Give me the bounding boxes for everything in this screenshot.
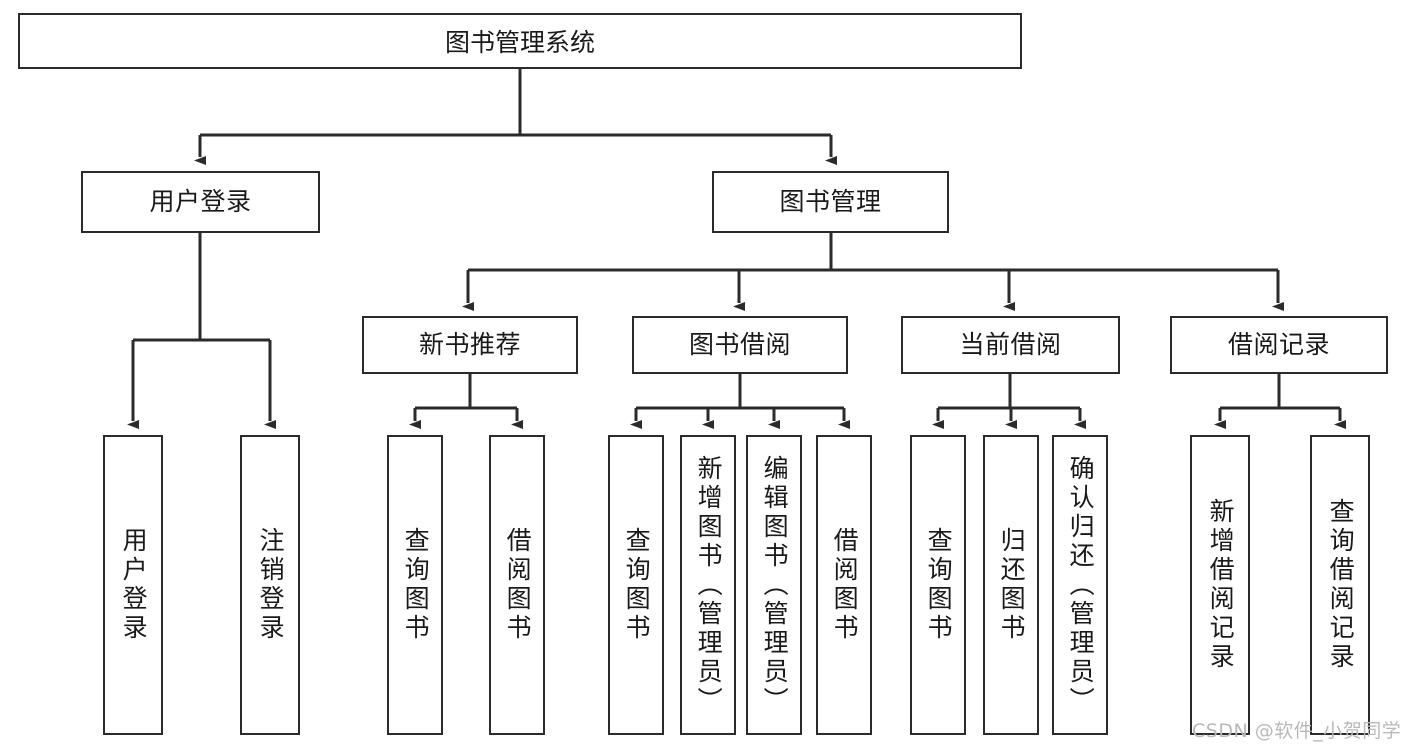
leaf-label: 用户登录 [119, 527, 149, 643]
leaf-label: 查询借阅记录 [1326, 498, 1356, 672]
leaf-label: 借阅图书 [830, 527, 860, 643]
leaf-logout-login[interactable]: 注销登录 [240, 435, 300, 735]
node-user-login[interactable]: 用户登录 [81, 171, 320, 233]
node-new-book-recommend-label: 新书推荐 [418, 330, 521, 360]
leaf-return-book[interactable]: 归还图书 [983, 435, 1039, 735]
leaf-query-book-borrow[interactable]: 查询图书 [608, 435, 664, 735]
leaf-borrow-book-recommend[interactable]: 借阅图书 [489, 435, 545, 735]
node-current-borrow-label: 当前借阅 [959, 330, 1062, 360]
node-borrow-record[interactable]: 借阅记录 [1170, 316, 1388, 374]
leaf-label: 查询图书 [622, 527, 652, 643]
node-current-borrow[interactable]: 当前借阅 [901, 316, 1120, 374]
leaf-user-login[interactable]: 用户登录 [103, 435, 163, 735]
leaf-add-borrow-record[interactable]: 新增借阅记录 [1190, 435, 1250, 735]
leaf-label: 借阅图书 [503, 527, 533, 643]
leaf-label: 查询图书 [924, 527, 954, 643]
leaf-confirm-return-admin[interactable]: 确认归还（管理员） [1052, 435, 1108, 735]
leaf-label: 确认归还（管理员） [1066, 454, 1096, 716]
leaf-label: 归还图书 [997, 527, 1027, 643]
node-book-management-label: 图书管理 [779, 187, 882, 217]
leaf-borrow-book[interactable]: 借阅图书 [816, 435, 872, 735]
node-user-login-label: 用户登录 [149, 187, 252, 217]
node-borrow-record-label: 借阅记录 [1227, 330, 1330, 360]
node-book-borrow-label: 图书借阅 [688, 330, 791, 360]
node-book-management[interactable]: 图书管理 [712, 171, 949, 233]
leaf-query-book-current[interactable]: 查询图书 [910, 435, 966, 735]
leaf-query-book-recommend[interactable]: 查询图书 [387, 435, 443, 735]
leaf-query-borrow-record[interactable]: 查询借阅记录 [1310, 435, 1370, 735]
node-new-book-recommend[interactable]: 新书推荐 [362, 316, 578, 374]
leaf-label: 查询图书 [401, 527, 431, 643]
leaf-add-book-admin[interactable]: 新增图书（管理员） [680, 435, 736, 735]
csdn-watermark: CSDN @软件_小贺同学 [1192, 720, 1402, 742]
leaf-label: 新增借阅记录 [1206, 498, 1236, 672]
node-root[interactable]: 图书管理系统 [18, 13, 1022, 69]
leaf-label: 注销登录 [256, 527, 286, 643]
leaf-label: 新增图书（管理员） [694, 454, 724, 716]
node-book-borrow[interactable]: 图书借阅 [632, 316, 848, 374]
node-root-label: 图书管理系统 [444, 28, 595, 57]
leaf-label: 编辑图书（管理员） [760, 454, 790, 716]
leaf-edit-book-admin[interactable]: 编辑图书（管理员） [746, 435, 802, 735]
